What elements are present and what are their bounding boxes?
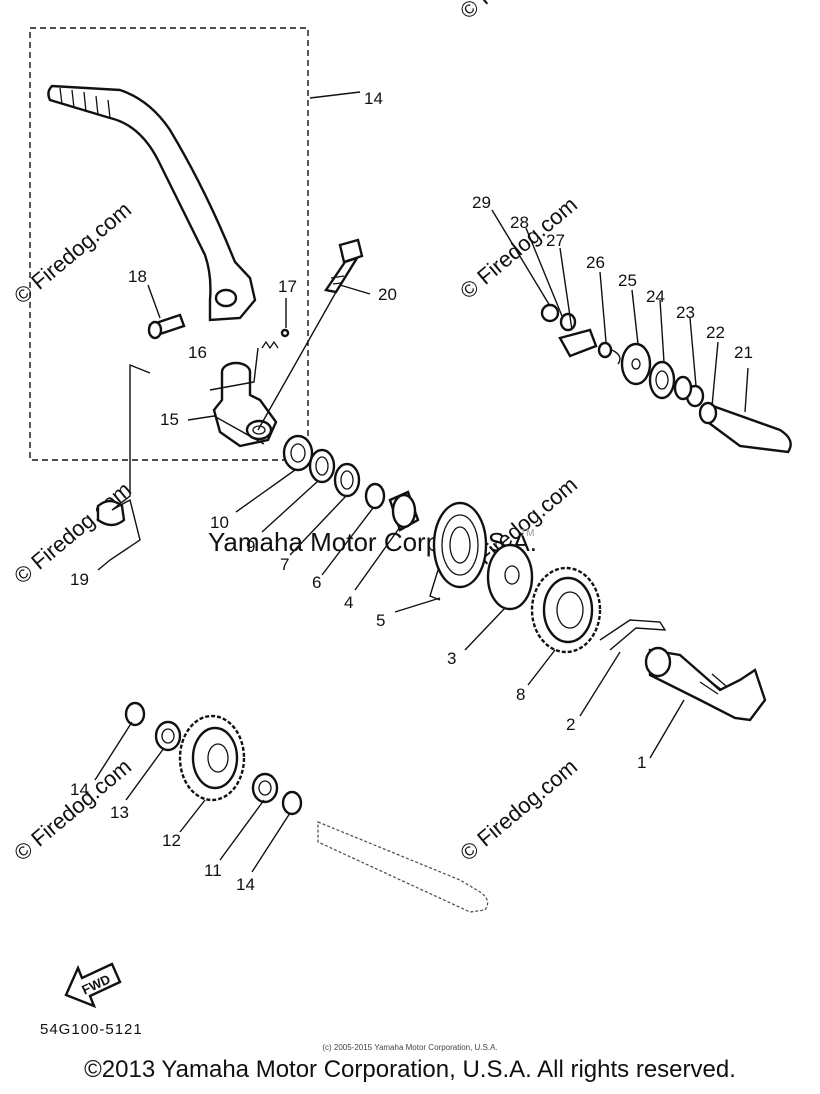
callout-20: 19 [70, 570, 89, 589]
clip-2 [599, 619, 667, 651]
torsion-spring-5 [429, 501, 488, 601]
callout-15: 14 [364, 89, 383, 108]
ratchet-gear-8 [530, 566, 602, 654]
axis-parts [282, 434, 420, 532]
callouts: 14 18 17 20 16 15 10 9 7 6 4 19 5 3 8 2 … [70, 89, 753, 894]
callout-12: 12 [162, 831, 181, 850]
callout-27: 26 [586, 253, 605, 272]
bolt-21 [323, 238, 364, 294]
callout-3: 3 [447, 649, 456, 668]
callout-22: 21 [734, 343, 753, 362]
callout-11: 11 [204, 861, 222, 880]
callout-23: 22 [706, 323, 725, 342]
watermark-firedog: © Firedog.com [455, 754, 582, 866]
callout-21: 20 [378, 285, 397, 304]
kick-boss-16 [212, 361, 278, 448]
kick-shaft-1 [644, 646, 767, 722]
bolt-19 [147, 313, 186, 340]
callout-30: 29 [472, 193, 491, 212]
fwd-arrow: FWD [64, 962, 122, 1009]
callout-7: 7 [280, 555, 289, 574]
spring-17 [261, 340, 279, 350]
callout-16: 15 [160, 410, 179, 429]
callout-19: 18 [128, 267, 147, 286]
watermark-firedog: © Firedog.com [9, 197, 136, 309]
upper-right-parts [540, 303, 792, 454]
callout-4: 4 [344, 593, 353, 612]
diagram-code: 54G100-5121 [40, 1021, 143, 1038]
callout-2: 2 [566, 715, 575, 734]
callout-28: 27 [546, 231, 565, 250]
copyright-notice: ©2013 Yamaha Motor Corporation, U.S.A. A… [84, 1056, 736, 1083]
callout-26: 25 [618, 271, 637, 290]
watermark-yamaha: Yamaha Motor Corp., U.S.A. [208, 527, 537, 557]
callout-17: 16 [188, 343, 207, 362]
watermarks: © Firedog.com © Firedog.com © Firedog.co… [9, 0, 582, 866]
ball-18 [280, 328, 290, 338]
cap-20 [96, 499, 126, 527]
callout-1: 1 [637, 753, 646, 772]
kick-lever [47, 84, 257, 322]
watermark-firedog: © Firedog.com [455, 0, 582, 24]
washer-3 [486, 543, 534, 611]
callout-25: 24 [646, 287, 665, 306]
callout-5: 5 [376, 611, 385, 630]
callout-14-right: 14 [236, 875, 255, 894]
leader-lines [94, 91, 749, 873]
callout-6: 6 [312, 573, 321, 592]
callout-29: 28 [510, 213, 529, 232]
callout-24: 23 [676, 303, 695, 322]
countershaft-ghost [317, 821, 489, 913]
callout-9: 9 [246, 537, 255, 556]
small-copyright: (c) 2005-2015 Yamaha Motor Corporation, … [322, 1043, 498, 1052]
callout-8: 8 [516, 685, 525, 704]
callout-13: 13 [110, 803, 129, 822]
lower-parts [124, 701, 303, 816]
callout-10: 10 [210, 513, 229, 532]
watermark-tm: TM [520, 528, 534, 539]
callout-14-left: 14 [70, 780, 89, 799]
callout-18: 17 [278, 277, 297, 296]
